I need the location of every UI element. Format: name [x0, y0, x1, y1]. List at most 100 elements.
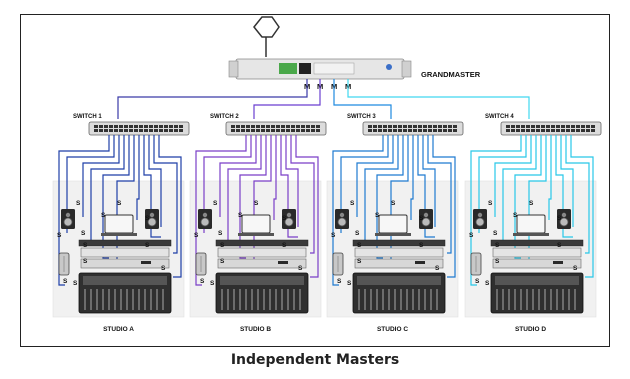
- laptop-icon: [101, 214, 137, 236]
- slave-port-label: S: [331, 232, 336, 239]
- switch-ports: [368, 125, 457, 132]
- left-speaker-icon: [473, 209, 487, 229]
- uplink-switch-4: [347, 79, 530, 119]
- diagram-caption: Independent Masters: [230, 352, 400, 368]
- slave-port-label: S: [419, 215, 424, 222]
- slave-port-label: S: [161, 265, 166, 272]
- slave-port-label: S: [495, 258, 500, 265]
- mixing-console-icon: [352, 272, 446, 314]
- slave-port-label: S: [76, 200, 81, 207]
- slave-port-label: S: [194, 232, 199, 239]
- laptop-icon: [513, 214, 549, 236]
- right-speaker-icon: [419, 209, 433, 229]
- slave-port-label: S: [357, 242, 362, 249]
- slave-port-label: S: [375, 212, 380, 219]
- slave-port-label: S: [200, 278, 205, 285]
- slave-port-label: S: [391, 200, 396, 207]
- slave-port-label: S: [145, 242, 150, 249]
- switch-label: SWITCH 3: [347, 114, 376, 120]
- slave-port-label: S: [350, 200, 355, 207]
- rack-unit-1: [215, 239, 309, 247]
- slave-port-label: S: [557, 242, 562, 249]
- slave-port-label: S: [145, 215, 150, 222]
- switch-ports: [231, 125, 320, 132]
- slave-port-label: S: [218, 230, 223, 237]
- studio-label: STUDIO D: [515, 326, 546, 333]
- slave-port-label: S: [213, 200, 218, 207]
- rack-unit-1: [490, 239, 584, 247]
- slave-port-label: S: [357, 258, 362, 265]
- switch-ports: [94, 125, 183, 132]
- rack-unit-1: [352, 239, 446, 247]
- slave-port-label: S: [337, 278, 342, 285]
- gps-antenna-icon: [253, 16, 280, 57]
- grandmaster-port-labels: M M M M: [304, 82, 351, 91]
- right-speaker-icon: [282, 209, 296, 229]
- slave-port-label: S: [529, 200, 534, 207]
- studio-cables: [470, 135, 594, 286]
- slave-port-label: S: [81, 230, 86, 237]
- studio-cables: [58, 135, 182, 286]
- left-speaker-icon: [198, 209, 212, 229]
- slave-port-label: S: [238, 212, 243, 219]
- tower-computer-icon: [470, 252, 482, 276]
- studio-label: STUDIO B: [240, 326, 271, 333]
- slave-port-label: S: [101, 212, 106, 219]
- network-diagram: GRANDMASTER M M M M SWITCH 1SSSSSSSSSSSS…: [52, 16, 602, 333]
- uplink-switch-3: [333, 79, 392, 119]
- slave-port-label: S: [485, 280, 490, 287]
- slave-port-label: S: [210, 280, 215, 287]
- rack-unit-2: [354, 247, 444, 258]
- switch-label: SWITCH 4: [485, 114, 514, 120]
- slave-port-label: S: [513, 212, 518, 219]
- right-speaker-icon: [557, 209, 571, 229]
- uplink-switch-2: [253, 79, 321, 119]
- uplink-lines: [117, 79, 530, 119]
- mixing-console-icon: [490, 272, 584, 314]
- slave-port-label: S: [73, 280, 78, 287]
- rack-unit-3: [217, 258, 307, 269]
- switch-ports: [506, 125, 595, 132]
- network-switch: [500, 121, 602, 136]
- network-switch: [88, 121, 190, 136]
- laptop-icon: [375, 214, 411, 236]
- rack-unit-2: [80, 247, 170, 258]
- slave-port-label: S: [435, 265, 440, 272]
- rack-unit-1: [78, 239, 172, 247]
- grandmaster-label: GRANDMASTER: [421, 70, 481, 79]
- left-speaker-icon: [335, 209, 349, 229]
- studio-label: STUDIO A: [103, 326, 134, 333]
- slave-port-label: S: [475, 278, 480, 285]
- slave-port-label: S: [282, 242, 287, 249]
- slave-port-label: S: [298, 265, 303, 272]
- slave-port-label: S: [282, 215, 287, 222]
- studio-label: STUDIO C: [377, 326, 408, 333]
- slave-port-label: S: [117, 200, 122, 207]
- left-speaker-icon: [61, 209, 75, 229]
- slave-port-label: S: [419, 242, 424, 249]
- slave-port-label: S: [347, 280, 352, 287]
- right-speaker-icon: [145, 209, 159, 229]
- rack-unit-2: [217, 247, 307, 258]
- network-switch: [362, 121, 464, 136]
- slave-port-label: S: [220, 258, 225, 265]
- tower-computer-icon: [332, 252, 344, 276]
- tower-computer-icon: [58, 252, 70, 276]
- rack-unit-3: [354, 258, 444, 269]
- uplink-switch-1: [117, 79, 308, 119]
- network-switch: [225, 121, 327, 136]
- slave-port-label: S: [469, 232, 474, 239]
- slave-port-label: S: [493, 230, 498, 237]
- switch-label: SWITCH 2: [210, 114, 239, 120]
- slave-port-label: S: [83, 258, 88, 265]
- rack-unit-3: [80, 258, 170, 269]
- slave-port-label: S: [220, 242, 225, 249]
- slave-port-label: S: [488, 200, 493, 207]
